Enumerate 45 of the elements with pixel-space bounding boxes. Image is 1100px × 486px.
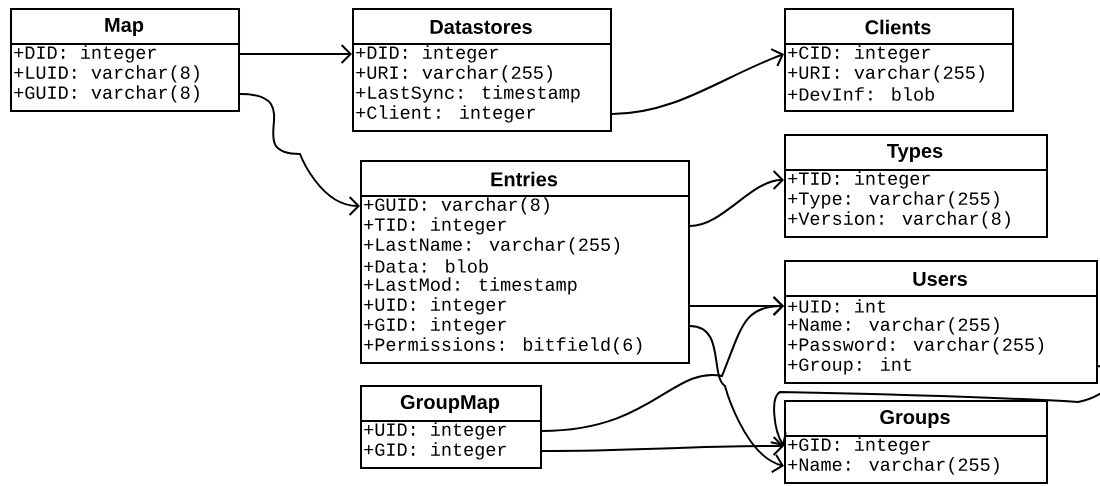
arrow [689,170,784,227]
attribute-row: +Type: varchar(255) [788,191,999,209]
arrow [611,48,784,115]
table-title: Map [105,18,144,36]
table-title: Clients [865,19,931,35]
attribute-row: +UID: integer [364,297,506,315]
attribute-row: +Client: integer [356,105,535,123]
arrow [769,365,1100,446]
attribute-row: +Version: varchar(8) [788,211,1010,229]
attribute-row: +LastMod: timestamp [364,277,577,295]
attribute-row: +CID: integer [788,45,930,63]
table-title: GroupMap [400,394,500,414]
arrow [689,325,784,474]
attribute-row: +LUID: varchar(8) [14,65,199,83]
attribute-row: +TID: integer [788,171,930,189]
attribute-row: +UID: integer [364,422,506,440]
attribute-row: +DID: integer [356,45,498,63]
attribute-row: +Name: varchar(255) [788,317,999,335]
arrow [541,436,784,456]
attribute-row: +DevInf: blob [788,87,934,101]
attribute-row: +Password: varchar(255) [788,337,1044,355]
table-title: Users [913,272,967,286]
attribute-row: +GID: integer [364,442,506,460]
table-title: Groups [880,409,950,429]
table-title: Types [887,144,943,162]
attribute-row: +UID: int [788,299,886,313]
attribute-row: +Name: varchar(255) [788,457,999,475]
attribute-row: +Permissions: bitfield(6) [364,337,642,355]
attribute-row: +TID: integer [364,217,506,235]
attribute-row: +GID: integer [788,437,930,455]
table-title: Datastores [430,20,532,34]
table-title: Entries [491,171,558,187]
attribute-row: +LastName: varchar(255) [364,237,620,255]
attribute-row: +URI: varchar(255) [788,65,984,83]
arrow [541,296,784,432]
attribute-row: +GUID: varchar(8) [14,85,199,103]
attribute-row: +DID: integer [14,45,156,63]
attribute-row: +Group: int [788,357,912,375]
attribute-row: +GID: integer [364,317,506,335]
arrow [239,44,352,64]
attribute-row: +Data: blob [364,259,488,273]
arrow [239,93,360,216]
attribute-row: +LastSync: timestamp [356,85,580,103]
attribute-row: +GUID: varchar(8) [364,197,549,215]
attribute-row: +URI: varchar(255) [356,65,552,83]
